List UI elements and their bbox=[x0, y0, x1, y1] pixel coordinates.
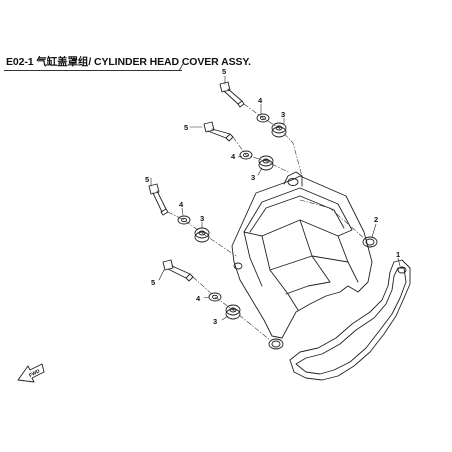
callout-labels: 5 4 3 5 4 3 5 4 3 5 4 3 2 1 bbox=[145, 67, 400, 326]
callout-4d: 4 bbox=[196, 294, 201, 303]
callout-3a: 3 bbox=[281, 110, 285, 119]
grommet-3-second bbox=[258, 155, 274, 171]
callout-2: 2 bbox=[374, 215, 378, 224]
callout-4b: 4 bbox=[231, 152, 236, 161]
washer-4-upper bbox=[256, 113, 270, 123]
diagram-title: E02-1 气缸盖罩组/ CYLINDER HEAD COVER ASSY. bbox=[6, 56, 251, 68]
cover-gasket bbox=[289, 259, 411, 381]
callout-5a: 5 bbox=[222, 67, 226, 76]
callout-5b: 5 bbox=[184, 123, 188, 132]
grommet-3-upper bbox=[271, 122, 287, 138]
title-underline bbox=[4, 70, 182, 71]
grommet-3-third bbox=[194, 227, 210, 243]
forward-arrow-icon: FWD bbox=[17, 363, 45, 383]
bolt-5-third bbox=[148, 183, 169, 216]
callout-4a: 4 bbox=[258, 96, 263, 105]
washer-4-third bbox=[177, 215, 191, 225]
bolt-5-second bbox=[203, 121, 234, 142]
grommet-3-lower bbox=[225, 304, 241, 320]
bolt-5-lower bbox=[162, 259, 194, 282]
washer-4-second bbox=[239, 150, 253, 160]
callout-1: 1 bbox=[396, 250, 400, 259]
callout-5c: 5 bbox=[145, 175, 149, 184]
callout-3d: 3 bbox=[213, 317, 217, 326]
title-bar: E02-1 气缸盖罩组/ CYLINDER HEAD COVER ASSY. bbox=[0, 46, 452, 74]
callout-5d: 5 bbox=[151, 278, 155, 287]
centre-lines bbox=[167, 103, 367, 341]
leader-lines bbox=[150, 75, 401, 321]
forward-arrow-label: FWD bbox=[28, 368, 41, 379]
callout-3c: 3 bbox=[200, 214, 204, 223]
callout-3b: 3 bbox=[251, 173, 255, 182]
callout-4c: 4 bbox=[179, 200, 184, 209]
bolt-5-upper bbox=[219, 81, 245, 108]
cylinder-head-cover bbox=[231, 171, 378, 350]
